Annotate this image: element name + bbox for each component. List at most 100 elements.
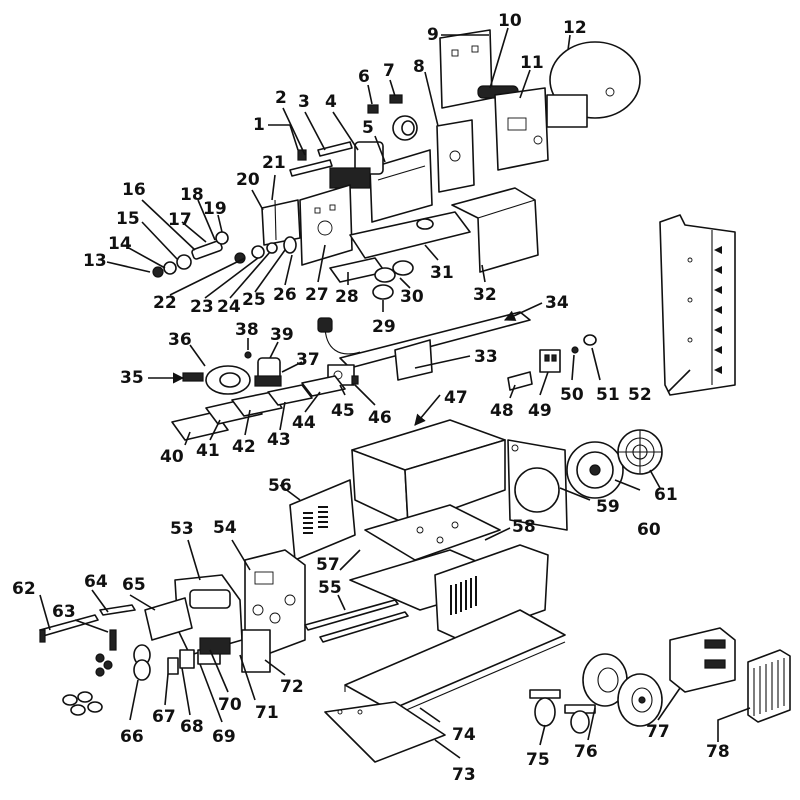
callout-78: 78 — [706, 742, 730, 762]
part-52-side-frame — [659, 214, 736, 396]
callout-20: 20 — [236, 170, 260, 190]
callout-75: 75 — [526, 750, 550, 770]
part-1-2-3-brackets — [289, 141, 353, 177]
callout-69: 69 — [212, 727, 236, 747]
callout-56: 56 — [268, 476, 292, 496]
part-77-heatsink — [669, 627, 736, 693]
part-59-fan-panel — [507, 439, 568, 531]
callout-74: 74 — [452, 725, 476, 745]
callout-2: 2 — [275, 88, 287, 108]
callout-34: 34 — [545, 293, 569, 313]
callout-7: 7 — [383, 61, 395, 81]
callout-6: 6 — [358, 67, 370, 87]
callout-17: 17 — [168, 210, 192, 230]
part-55-rail — [304, 599, 409, 643]
callout-23: 23 — [190, 297, 214, 317]
part-54-front-panel — [244, 549, 306, 656]
callout-12: 12 — [563, 18, 587, 38]
part-37-39-relay — [244, 351, 282, 387]
callout-58: 58 — [512, 517, 536, 537]
callout-30: 30 — [400, 287, 424, 307]
callout-40: 40 — [160, 447, 184, 467]
callout-59: 59 — [596, 497, 620, 517]
callout-4: 4 — [325, 92, 337, 112]
callout-72: 72 — [280, 677, 304, 697]
callout-29: 29 — [372, 317, 396, 337]
parts-40-44-plates — [171, 375, 346, 441]
part-60-fan — [566, 441, 624, 499]
callout-62: 62 — [12, 579, 36, 599]
callout-53: 53 — [170, 519, 194, 539]
callout-28: 28 — [335, 287, 359, 307]
callout-labels: 1 2 3 4 5 6 7 8 9 10 11 12 13 14 15 16 1… — [12, 11, 730, 785]
part-20-21-side-brackets — [261, 199, 301, 246]
callout-24: 24 — [217, 297, 241, 317]
callout-1: 1 — [253, 115, 265, 135]
callout-39: 39 — [270, 325, 294, 345]
leader-lines — [39, 27, 751, 759]
callout-46: 46 — [368, 408, 392, 428]
part-35-36-wheel — [182, 365, 251, 395]
callout-42: 42 — [232, 437, 256, 457]
callout-52: 52 — [628, 385, 652, 405]
callout-64: 64 — [84, 572, 108, 592]
callout-3: 3 — [298, 92, 310, 112]
callout-71: 71 — [255, 703, 279, 723]
callout-61: 61 — [654, 485, 678, 505]
part-61-fan-guard — [617, 429, 663, 475]
parts-48-51-components — [507, 334, 597, 391]
callout-37: 37 — [296, 350, 320, 370]
callout-55: 55 — [318, 578, 342, 598]
callout-5: 5 — [362, 118, 374, 138]
callout-35: 35 — [120, 368, 144, 388]
callout-67: 67 — [152, 707, 176, 727]
part-76-wheels — [582, 653, 663, 727]
callout-36: 36 — [168, 330, 192, 350]
callout-63: 63 — [52, 602, 76, 622]
callout-19: 19 — [203, 199, 227, 219]
part-33-34-handle-rail — [317, 311, 531, 381]
part-78-heatsink — [747, 649, 791, 723]
callout-44: 44 — [292, 413, 316, 433]
part-32-enclosure — [451, 187, 539, 273]
callout-45: 45 — [331, 401, 355, 421]
callout-9: 9 — [427, 25, 439, 45]
part-75-76-casters — [529, 689, 596, 734]
callout-10: 10 — [498, 11, 522, 31]
callout-48: 48 — [490, 401, 514, 421]
callout-27: 27 — [305, 285, 329, 305]
callout-16: 16 — [122, 180, 146, 200]
callout-68: 68 — [180, 717, 204, 737]
part-47-top-cover — [351, 419, 506, 526]
callout-32: 32 — [473, 285, 497, 305]
callout-65: 65 — [122, 575, 146, 595]
callout-54: 54 — [213, 518, 237, 538]
callout-76: 76 — [574, 742, 598, 762]
part-5-panel — [369, 149, 433, 223]
callout-70: 70 — [218, 695, 242, 715]
callout-18: 18 — [180, 185, 204, 205]
part-56-side-panel — [289, 479, 356, 561]
callout-11: 11 — [520, 53, 544, 73]
callout-25: 25 — [242, 290, 266, 310]
callout-15: 15 — [116, 209, 140, 229]
part-8-plate — [436, 119, 475, 193]
callout-50: 50 — [560, 385, 584, 405]
callout-51: 51 — [596, 385, 620, 405]
callout-22: 22 — [153, 293, 177, 313]
part-6-7-motor-small — [367, 94, 418, 141]
callout-47: 47 — [444, 388, 468, 408]
callout-73: 73 — [452, 765, 476, 785]
callout-77: 77 — [646, 722, 670, 742]
callout-21: 21 — [262, 153, 286, 173]
callout-31: 31 — [430, 263, 454, 283]
callout-57: 57 — [316, 555, 340, 575]
callout-8: 8 — [413, 57, 425, 77]
part-73-bottom-plate — [324, 701, 446, 763]
callout-33: 33 — [474, 347, 498, 367]
callout-66: 66 — [120, 727, 144, 747]
part-53-front-bezel — [174, 574, 243, 656]
part-11-bracket — [494, 87, 549, 171]
part-28-29-30-hardware — [329, 257, 414, 300]
